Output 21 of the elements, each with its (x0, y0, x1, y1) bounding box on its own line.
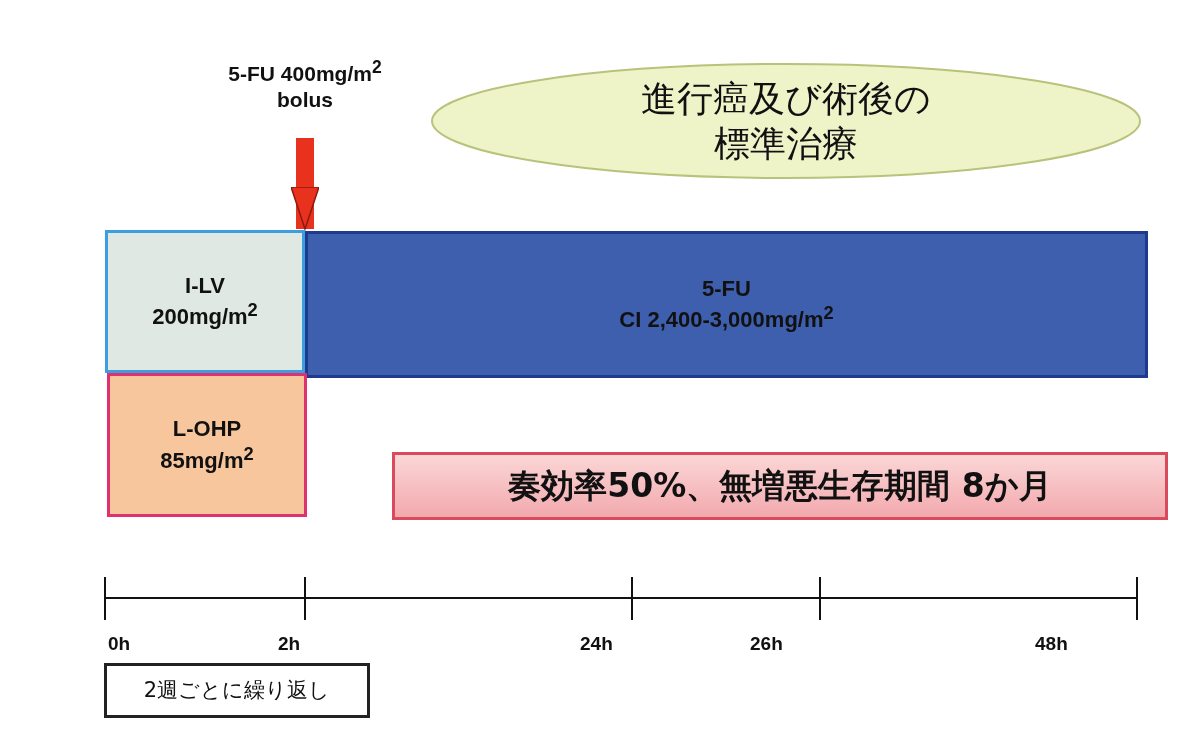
drug-label: L-OHP (172, 415, 242, 443)
drug-label: 200mg/m$^{2}$ (152, 299, 258, 332)
drug-box (105, 230, 305, 373)
tick-label: 24h (580, 633, 613, 655)
drug-label: 5-FU (702, 274, 751, 303)
ellipse-heading: 進行癌及び術後の標準治療 (640, 77, 932, 166)
note-box (104, 663, 370, 718)
infusion-bar (305, 231, 1148, 378)
result-box (392, 452, 1168, 520)
drug-label: 85mg/m$^{2}$ (160, 442, 254, 475)
tick-label: 2h (278, 633, 301, 655)
drug-label: I-LV (185, 271, 225, 300)
note-text: 2週ごとに繰り返し (143, 677, 331, 704)
bolus-label: 5-FU 400mg/m$^{2}$ bolus (227, 56, 383, 113)
drug-box (107, 373, 307, 517)
result-text: 奏効率50%、無増悪生存期間 8か月 (508, 465, 1052, 507)
block-arrow (290, 138, 320, 230)
tick-label: 48h (1035, 633, 1068, 655)
tick-label: 26h (750, 633, 783, 655)
tick-label: 0h (108, 633, 131, 655)
drug-label: CI 2,400-3,000mg/m$^{2}$ (619, 302, 834, 335)
